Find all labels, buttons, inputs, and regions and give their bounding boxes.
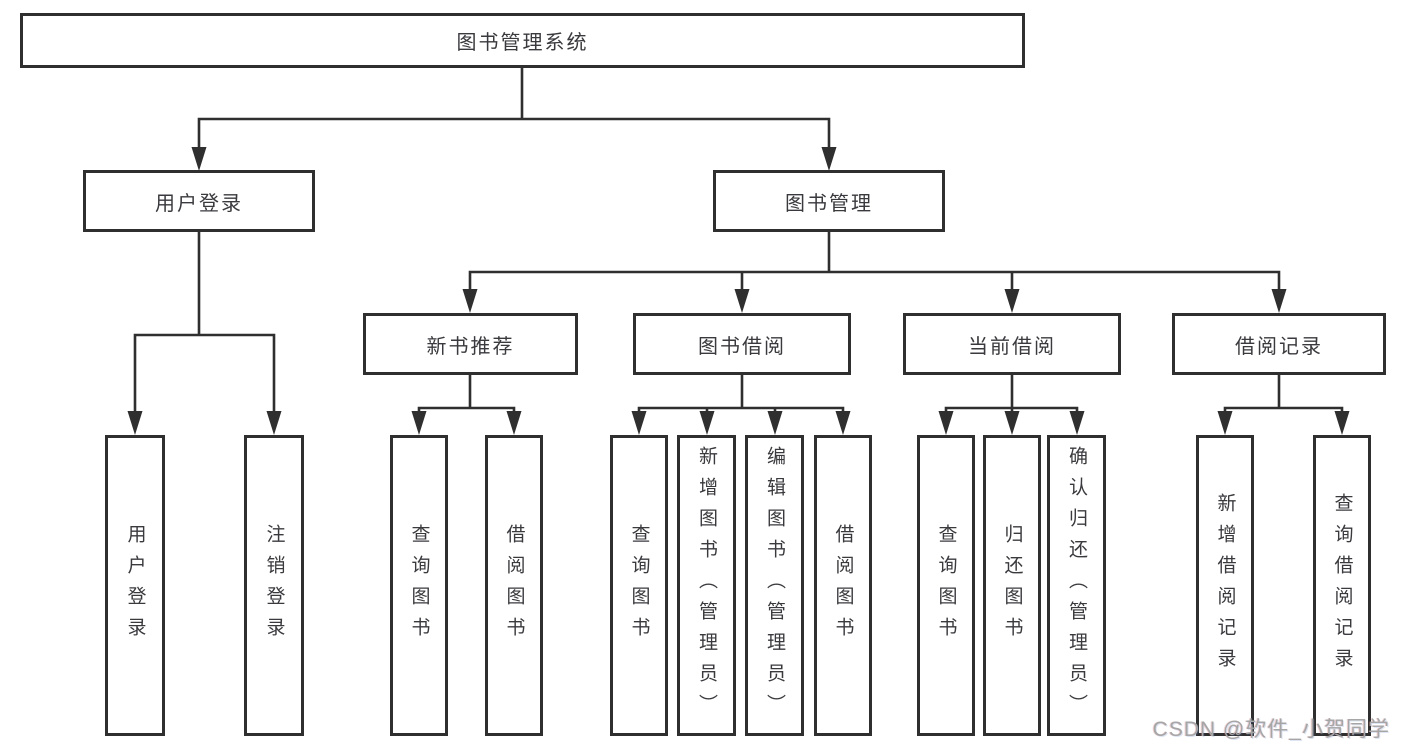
leaf-borrowing-add-book-admin: 新增图书（管理员） — [677, 435, 736, 736]
leaf-newbook-query-book-label: 查询图书 — [408, 523, 430, 648]
leaf-records-add-record-label: 新增借阅记录 — [1214, 492, 1236, 679]
leaf-borrowing-add-book-admin-label: 新增图书（管理员） — [696, 446, 717, 725]
leaf-current-query-book: 查询图书 — [917, 435, 975, 736]
node-root-system: 图书管理系统 — [20, 13, 1025, 68]
leaf-borrowing-edit-book-admin-label: 编辑图书（管理员） — [764, 446, 785, 725]
node-user-login: 用户登录 — [83, 170, 315, 232]
node-borrowing-records: 借阅记录 — [1172, 313, 1386, 375]
node-book-management: 图书管理 — [713, 170, 945, 232]
leaf-records-query-record: 查询借阅记录 — [1313, 435, 1371, 736]
leaf-borrowing-borrow-book: 借阅图书 — [814, 435, 872, 736]
leaf-current-return-book: 归还图书 — [983, 435, 1041, 736]
leaf-current-confirm-return-admin: 确认归还（管理员） — [1047, 435, 1106, 736]
leaf-current-query-book-label: 查询图书 — [935, 523, 957, 648]
leaf-current-confirm-return-admin-label: 确认归还（管理员） — [1066, 446, 1087, 725]
leaf-borrowing-edit-book-admin: 编辑图书（管理员） — [745, 435, 804, 736]
leaf-logout-label: 注销登录 — [263, 523, 285, 648]
node-current-borrowing: 当前借阅 — [903, 313, 1121, 375]
leaf-logout: 注销登录 — [244, 435, 304, 736]
leaf-newbook-query-book: 查询图书 — [390, 435, 448, 736]
arrowheads — [127, 147, 1350, 435]
leaf-records-add-record: 新增借阅记录 — [1196, 435, 1254, 736]
leaf-newbook-borrow-book-label: 借阅图书 — [503, 523, 525, 648]
node-book-borrowing: 图书借阅 — [633, 313, 851, 375]
node-new-book-recommendation: 新书推荐 — [363, 313, 578, 375]
leaf-borrowing-query-book: 查询图书 — [610, 435, 668, 736]
leaf-borrowing-query-book-label: 查询图书 — [628, 523, 650, 648]
csdn-watermark: CSDN @软件_小贺同学 — [1152, 718, 1390, 741]
leaf-newbook-borrow-book: 借阅图书 — [485, 435, 543, 736]
leaf-records-query-record-label: 查询借阅记录 — [1331, 492, 1353, 679]
leaf-user-login-label: 用户登录 — [124, 523, 146, 648]
leaf-borrowing-borrow-book-label: 借阅图书 — [832, 523, 854, 648]
leaf-user-login: 用户登录 — [105, 435, 165, 736]
leaf-current-return-book-label: 归还图书 — [1001, 523, 1023, 648]
